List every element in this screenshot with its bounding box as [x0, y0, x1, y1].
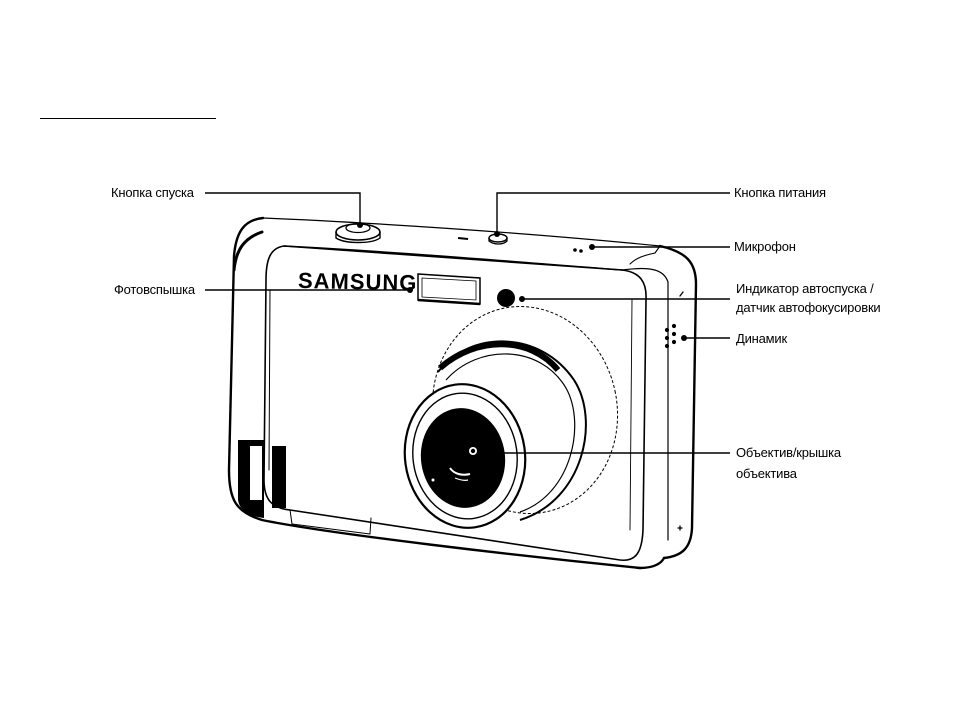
brand-logo: SAMSUNG [298, 268, 418, 295]
label-microphone: Микрофон [734, 238, 796, 256]
label-speaker: Динамик [736, 330, 787, 348]
label-self-timer-line1: Индикатор автоспуска / [736, 280, 873, 298]
flash-window [418, 274, 480, 304]
self-timer-lamp [497, 289, 515, 307]
label-power-button: Кнопка питания [734, 184, 826, 202]
label-self-timer-line2: датчик автофокусировки [736, 299, 881, 317]
label-shutter-button: Кнопка спуска [111, 184, 194, 202]
label-flash: Фотовспышка [114, 281, 195, 299]
power-button-shape [458, 234, 507, 244]
label-lens-line2: объектива [736, 465, 797, 483]
label-lens-line1: Объектив/крышка [736, 444, 841, 462]
lens-assembly [396, 289, 637, 536]
